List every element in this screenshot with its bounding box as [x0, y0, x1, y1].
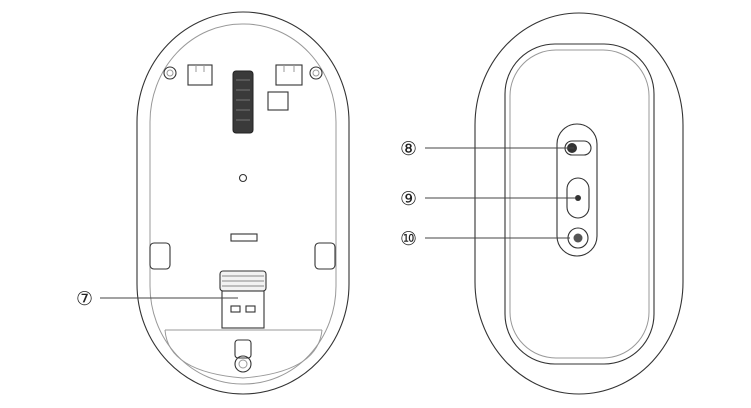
- mouse-left-view: ⑦: [76, 11, 350, 395]
- bottom-latch: [234, 339, 252, 373]
- callout-optical-sensor: ⑨: [400, 188, 417, 210]
- indicator-button[interactable]: [567, 227, 589, 249]
- callout-usb-receiver: ⑦: [76, 288, 93, 310]
- mouse-right-view: ⑧ ⑨ ⑩: [400, 12, 684, 395]
- screw-hole-right: [309, 66, 323, 80]
- battery-clip-right: [275, 64, 303, 86]
- usb-receiver: [219, 270, 267, 329]
- right-inner-panel: [504, 43, 655, 365]
- internal-component: [267, 91, 289, 111]
- bottom-cover-curve: [164, 329, 323, 379]
- screw-hole-left: [163, 66, 177, 80]
- battery-slot: [230, 233, 258, 242]
- left-inner-body: [149, 23, 337, 385]
- scroll-wheel: [232, 70, 254, 134]
- center-hole: [238, 173, 248, 183]
- right-outer-shell: [474, 12, 684, 395]
- battery-clip-left: [187, 64, 213, 86]
- left-outer-shell: [136, 11, 350, 395]
- control-strip: [556, 123, 598, 257]
- side-latch-right: [314, 242, 336, 270]
- right-inner-panel-rim: [509, 49, 650, 359]
- callout-indicator: ⑩: [400, 228, 417, 250]
- side-latch-left: [149, 242, 171, 270]
- callout-power-switch: ⑧: [400, 138, 417, 160]
